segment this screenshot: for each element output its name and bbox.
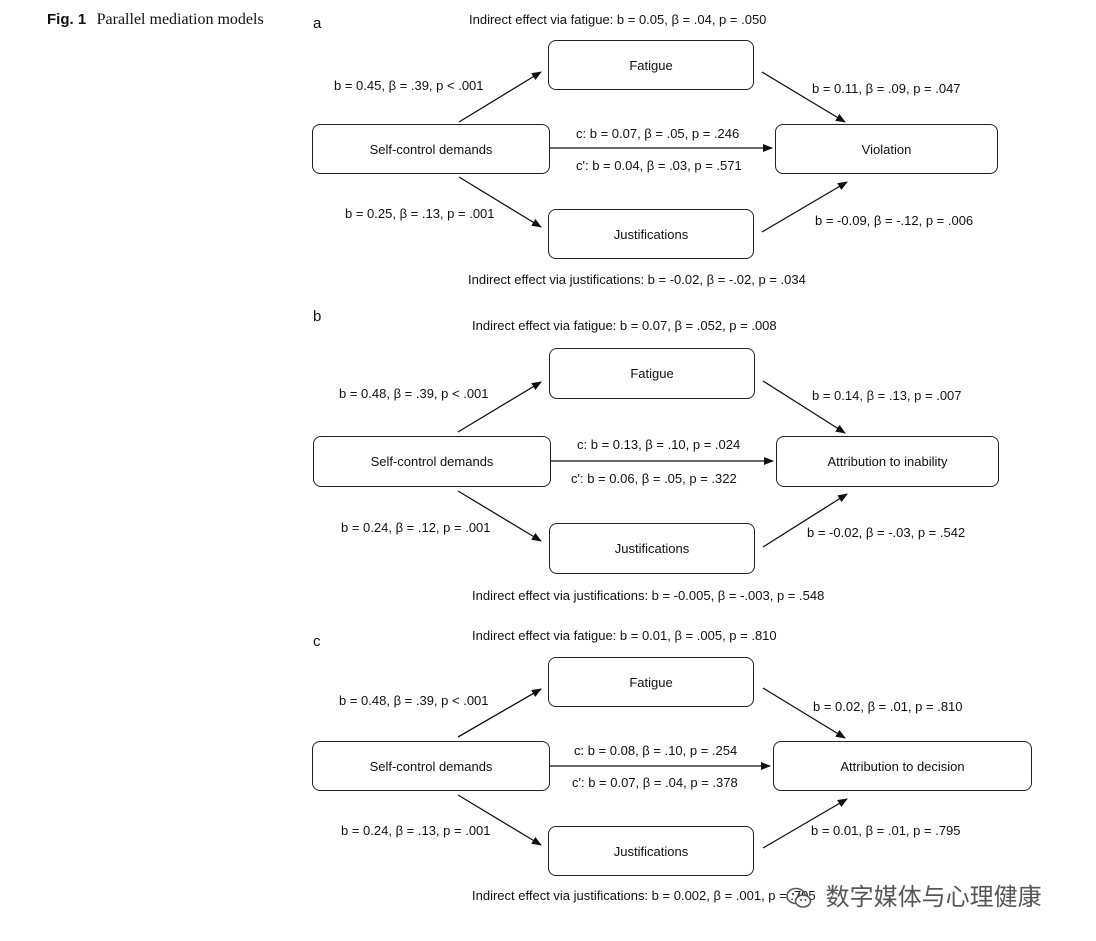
path-a2-label-c: b = 0.24, β = .13, p = .001: [341, 823, 491, 838]
indirect-fatigue-c: Indirect effect via fatigue: b = 0.01, β…: [472, 628, 777, 643]
arrow-b2-b: [762, 493, 848, 548]
arrow-a2-b: [457, 490, 542, 542]
figure-label: Fig. 1: [47, 11, 87, 28]
indirect-justifications-c: Indirect effect via justifications: b = …: [472, 888, 816, 903]
panel-letter-a: a: [313, 15, 322, 32]
path-a1-label-b: b = 0.48, β = .39, p < .001: [339, 386, 489, 401]
mediator-justifications-b: Justifications: [549, 523, 755, 574]
indirect-fatigue-b: Indirect effect via fatigue: b = 0.07, β…: [472, 318, 777, 333]
path-c-prime-label-a: c': b = 0.04, β = .03, p = .571: [576, 158, 742, 173]
path-b1-label-b: b = 0.14, β = .13, p = .007: [812, 388, 962, 403]
arrow-a2-a: [458, 176, 542, 228]
panel-letter-b: b: [313, 308, 322, 325]
arrow-b1-c: [762, 687, 846, 739]
arrow-a1-c: [457, 688, 542, 738]
path-b1-label-a: b = 0.11, β = .09, p = .047: [812, 81, 961, 96]
arrow-b2-a: [761, 181, 848, 233]
panel-letter-c: c: [313, 633, 321, 650]
arrow-b1-a: [761, 71, 846, 123]
outcome-a: Violation: [775, 124, 998, 174]
path-a2-label-a: b = 0.25, β = .13, p = .001: [345, 206, 495, 221]
path-b1-label-c: b = 0.02, β = .01, p = .810: [813, 699, 963, 714]
path-c-prime-label-b: c': b = 0.06, β = .05, p = .322: [571, 471, 737, 486]
indirect-fatigue-a: Indirect effect via fatigue: b = 0.05, β…: [469, 12, 767, 27]
predictor-b: Self-control demands: [313, 436, 551, 487]
indirect-justifications-a: Indirect effect via justifications: b = …: [468, 272, 806, 287]
arrow-a1-b: [457, 381, 542, 433]
mediator-fatigue-c: Fatigue: [548, 657, 754, 707]
path-c-prime-label-c: c': b = 0.07, β = .04, p = .378: [572, 775, 738, 790]
predictor-a: Self-control demands: [312, 124, 550, 174]
mediator-justifications-c: Justifications: [548, 826, 754, 876]
arrow-b2-c: [762, 798, 848, 849]
figure-caption: Fig. 1 Parallel mediation models: [47, 10, 287, 30]
path-b2-label-a: b = -0.09, β = -.12, p = .006: [815, 213, 974, 228]
mediator-fatigue-b: Fatigue: [549, 348, 755, 399]
path-b2-label-c: b = 0.01, β = .01, p = .795: [811, 823, 961, 838]
path-a1-label-a: b = 0.45, β = .39, p < .001: [334, 78, 484, 93]
wechat-icon: [786, 887, 812, 908]
figure-title: Parallel mediation models: [96, 11, 264, 28]
outcome-c: Attribution to decision: [773, 741, 1032, 791]
path-a1-label-c: b = 0.48, β = .39, p < .001: [339, 693, 489, 708]
predictor-c: Self-control demands: [312, 741, 550, 791]
mediator-justifications-a: Justifications: [548, 209, 754, 259]
path-b2-label-b: b = -0.02, β = -.03, p = .542: [807, 525, 966, 540]
path-c-label-c: c: b = 0.08, β = .10, p = .254: [574, 743, 738, 758]
path-a2-label-b: b = 0.24, β = .12, p = .001: [341, 520, 491, 535]
watermark-text: 数字媒体与心理健康: [825, 883, 1042, 911]
arrow-a2-c: [457, 794, 542, 846]
mediator-fatigue-a: Fatigue: [548, 40, 754, 90]
path-c-label-b: c: b = 0.13, β = .10, p = .024: [577, 437, 741, 452]
path-c-label-a: c: b = 0.07, β = .05, p = .246: [576, 126, 740, 141]
arrow-b1-b: [762, 380, 846, 434]
arrow-a1-a: [458, 71, 542, 123]
watermark: 数字媒体与心理健康: [786, 877, 1042, 912]
outcome-b: Attribution to inability: [776, 436, 999, 487]
indirect-justifications-b: Indirect effect via justifications: b = …: [472, 588, 825, 603]
